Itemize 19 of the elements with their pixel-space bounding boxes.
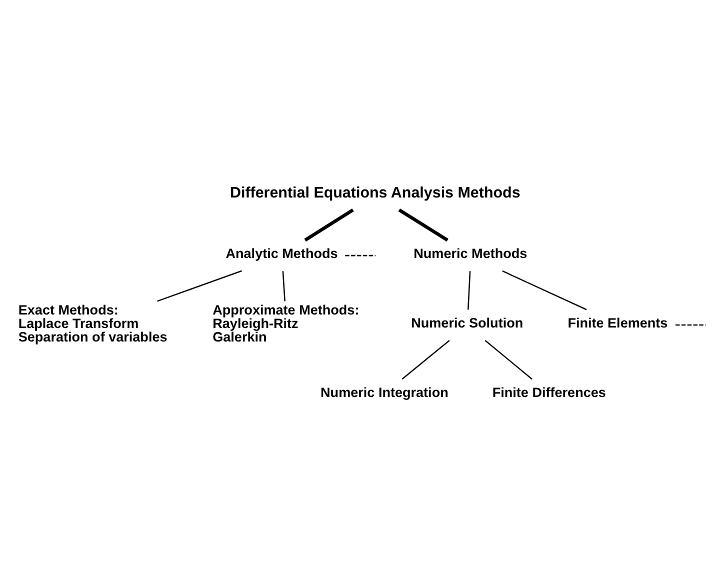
connector — [484, 340, 532, 380]
node-text: Exact Methods: Laplace Transform Separation of variables — [18, 302, 168, 344]
connector — [157, 270, 242, 302]
connector — [502, 270, 587, 310]
node-text: Numeric Integration — [320, 384, 448, 400]
node-text: Differential Equations Analysis Methods — [230, 184, 520, 201]
node-text: Numeric Methods — [414, 245, 528, 260]
connector — [398, 208, 448, 242]
node-text: Approximate Methods: Rayleigh-Ritz Galerkin — [212, 302, 360, 344]
connector — [345, 254, 376, 256]
node-text: Finite Differences — [492, 384, 606, 400]
connector — [304, 208, 354, 242]
node-text: Analytic Methods — [226, 245, 338, 260]
node-text: Numeric Solution — [411, 314, 524, 330]
connector — [467, 270, 471, 310]
node-text: Finite Elements — [568, 314, 668, 330]
connector — [402, 340, 450, 380]
connector — [676, 324, 706, 326]
connector — [282, 270, 286, 301]
